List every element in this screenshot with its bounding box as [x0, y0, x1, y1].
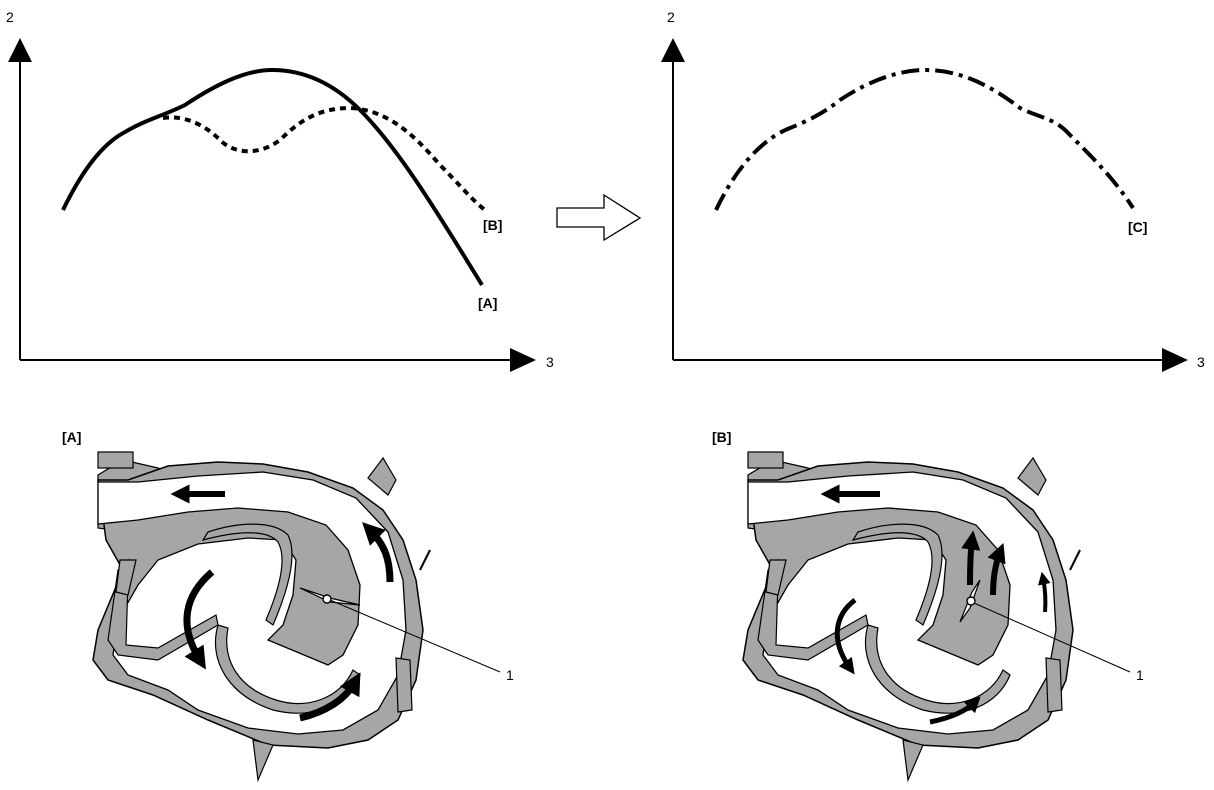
y-axis-arrow-icon — [661, 38, 685, 62]
curve-label-c: [C] — [1128, 219, 1147, 235]
damper-pivot-icon — [966, 596, 976, 606]
y-axis-label: 2 — [6, 9, 14, 25]
fan-drawing-a: [A] 1 — [62, 429, 514, 781]
flow-arrow-icon — [834, 598, 857, 675]
y-axis-label: 2 — [667, 9, 675, 25]
x-axis-label: 3 — [1197, 354, 1205, 370]
flow-arrow-icon — [362, 522, 394, 583]
drawing-label-a: [A] — [62, 429, 81, 445]
y-axis-arrow-icon — [8, 38, 32, 62]
flow-arrow-icon — [299, 672, 361, 722]
x-axis-label: 3 — [546, 354, 554, 370]
curve-b — [162, 105, 487, 212]
x-axis-arrow-icon — [510, 348, 536, 372]
curve-label-b: [B] — [483, 217, 502, 233]
callout-number: 1 — [1136, 667, 1144, 683]
leader-line — [329, 599, 501, 673]
damper-pivot-icon — [322, 594, 332, 604]
transition-arrow-icon — [556, 193, 642, 242]
leader-line — [973, 602, 1131, 673]
flow-arrow-icon — [929, 696, 981, 725]
drawing-label-b: [B] — [712, 429, 731, 445]
curve-c — [714, 67, 1135, 211]
curve-label-a: [A] — [478, 295, 497, 311]
curve-a — [61, 67, 484, 287]
left-graph: 2 3 [B] [A] — [6, 9, 554, 372]
flow-arrow-icon — [183, 569, 215, 670]
fan-drawing-b: [B] 1 — [712, 429, 1144, 781]
flow-arrow-icon — [961, 530, 981, 586]
x-axis-arrow-icon — [1162, 348, 1188, 372]
flow-arrow-icon — [1037, 571, 1051, 613]
callout-number: 1 — [506, 667, 514, 683]
right-graph: 2 3 [C] — [661, 9, 1205, 372]
flow-arrow-icon — [987, 543, 1006, 596]
